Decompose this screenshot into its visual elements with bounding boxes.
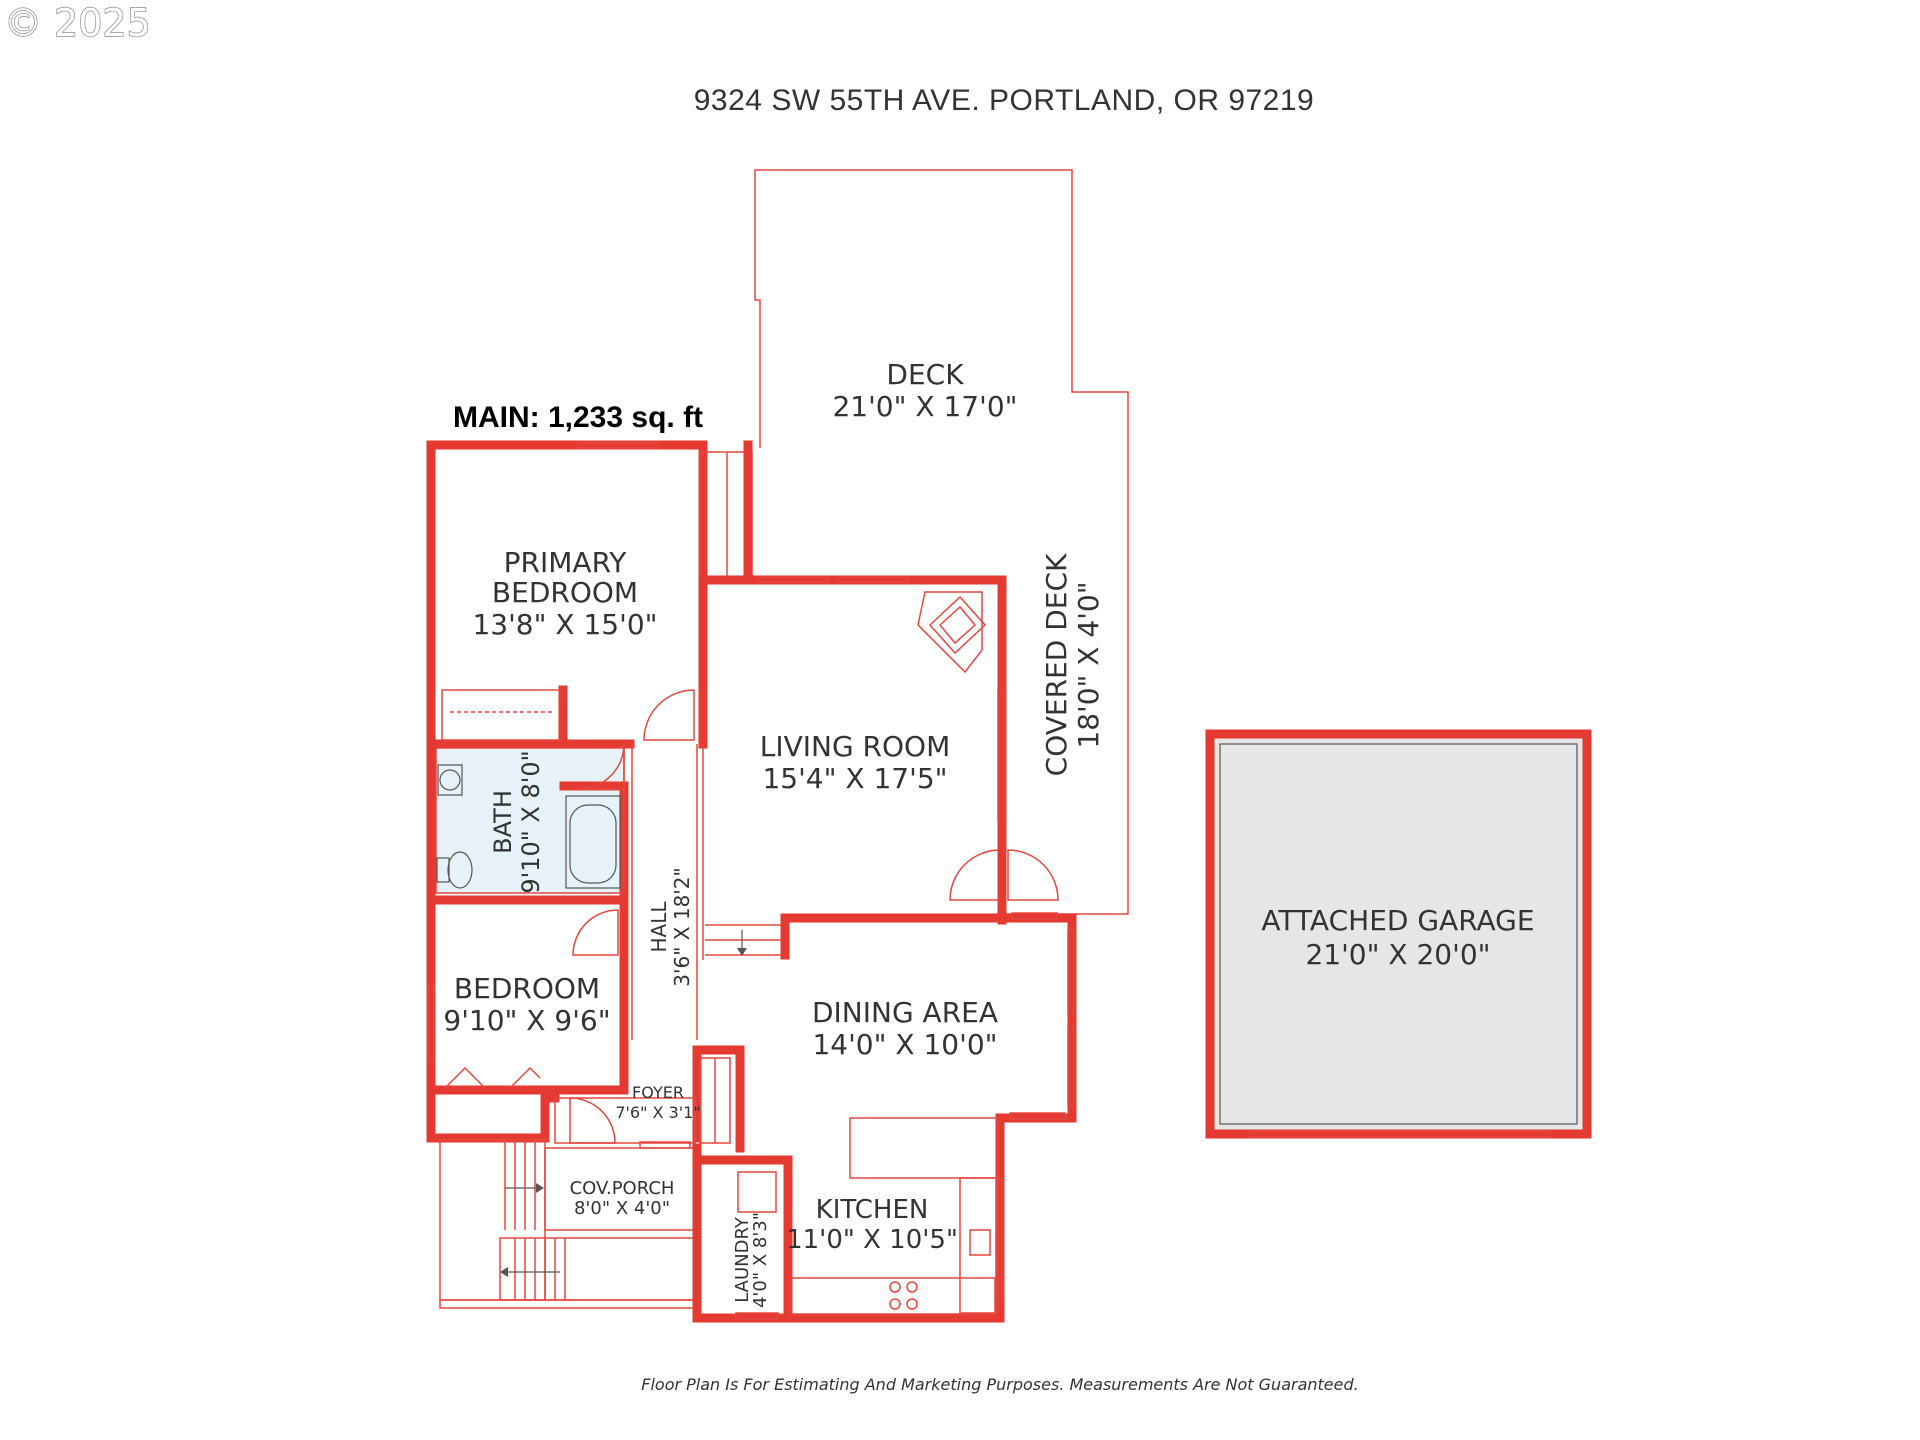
kitchen-name: KITCHEN xyxy=(816,1195,929,1225)
living-room-walls xyxy=(698,575,1059,960)
primary-bedroom-name-2: BEDROOM xyxy=(492,576,638,609)
deck-outline xyxy=(754,169,1129,915)
covered-deck-dims: 18'0" X 4'0" xyxy=(1072,581,1105,748)
level-area-label: MAIN: 1,233 sq. ft xyxy=(453,401,703,434)
bath-dims: 9'10" X 8'0" xyxy=(517,750,545,893)
living-room-dims: 15'4" X 17'5" xyxy=(762,762,947,795)
living-room-name: LIVING ROOM xyxy=(760,730,951,763)
bath-label: BATH 9'10" X 8'0" xyxy=(489,750,545,893)
laundry-label: LAUNDRY 4'0" X 8'3" xyxy=(732,1212,771,1308)
dining-walls xyxy=(780,912,1077,1123)
deck-dims: 21'0" X 17'0" xyxy=(832,390,1017,423)
bedroom-name: BEDROOM xyxy=(454,972,600,1005)
deck-name: DECK xyxy=(886,358,964,391)
bedroom-dims: 9'10" X 9'6" xyxy=(443,1004,610,1037)
covered-deck-name: COVERED DECK xyxy=(1040,553,1073,776)
kitchen-walls xyxy=(783,1113,1005,1323)
bath-name: BATH xyxy=(489,790,517,854)
covered-porch-outline xyxy=(439,1139,696,1309)
bath-walls xyxy=(426,739,629,905)
attached-garage-name: ATTACHED GARAGE xyxy=(1261,904,1534,937)
cov-porch-dims: 8'0" X 4'0" xyxy=(574,1198,670,1219)
primary-bedroom-name-1: PRIMARY xyxy=(504,546,628,579)
primary-bedroom-walls xyxy=(426,440,753,749)
laundry-dims: 4'0" X 8'3" xyxy=(750,1212,771,1308)
foyer-name: FOYER xyxy=(632,1083,684,1102)
copyright-watermark: © 2025 xyxy=(4,1,151,45)
attached-garage xyxy=(1205,729,1592,1139)
foyer-dims: 7'6" X 3'1" xyxy=(615,1103,700,1122)
dining-area-dims: 14'0" X 10'0" xyxy=(812,1028,997,1061)
foyer-walls xyxy=(540,1045,745,1153)
property-address: 9324 SW 55TH AVE. PORTLAND, OR 97219 xyxy=(694,84,1315,117)
primary-bedroom-dims: 13'8" X 15'0" xyxy=(472,608,657,641)
attached-garage-dims: 21'0" X 20'0" xyxy=(1305,938,1490,971)
dining-area-name: DINING AREA xyxy=(812,996,998,1029)
hall-dims: 3'6" X 18'2" xyxy=(670,867,694,986)
hall-name: HALL xyxy=(647,901,671,953)
hall-label: HALL 3'6" X 18'2" xyxy=(647,867,694,986)
laundry-name: LAUNDRY xyxy=(732,1216,753,1303)
covered-deck-label: COVERED DECK 18'0" X 4'0" xyxy=(1040,553,1105,776)
kitchen-dims: 11'0" X 10'5" xyxy=(786,1225,958,1255)
hall-outline xyxy=(631,744,698,1040)
cov-porch-name: COV.PORCH xyxy=(570,1178,675,1199)
disclaimer-text: Floor Plan Is For Estimating And Marketi… xyxy=(641,1375,1358,1394)
